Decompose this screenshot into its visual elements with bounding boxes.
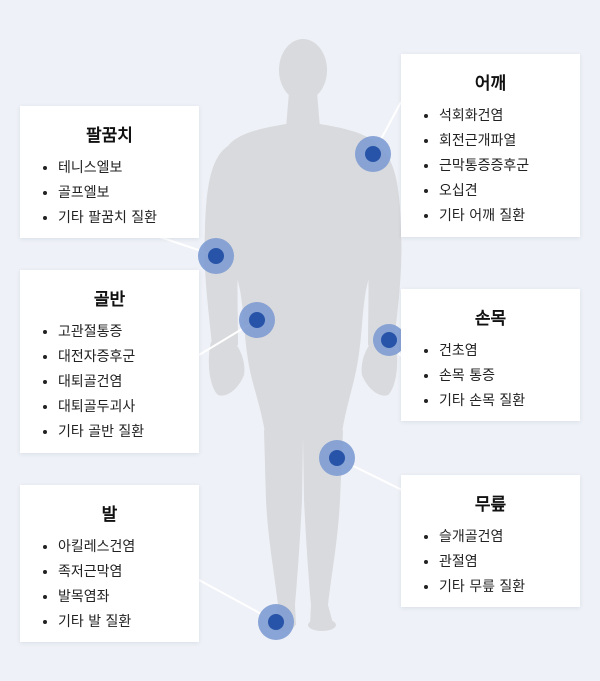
card-wrist[interactable]: 손목 건초염 손목 통증 기타 손목 질환 [401,289,580,421]
list-item[interactable]: 대퇴골건염 [58,370,199,395]
condition-list-knee: 슬개골건염 관절염 기타 무릎 질환 [401,525,580,600]
list-item[interactable]: 테니스엘보 [58,156,199,181]
card-title-elbow: 팔꿈치 [86,126,133,146]
list-item[interactable]: 건초염 [439,339,580,364]
marker-wrist[interactable] [373,324,405,356]
card-title-hip: 골반 [93,290,126,310]
body-silhouette [204,39,402,631]
condition-list-elbow: 테니스엘보 골프엘보 기타 팔꿈치 질환 [20,156,199,231]
list-item[interactable]: 대퇴골두괴사 [58,395,199,420]
card-title-knee: 무릎 [474,495,507,515]
list-item[interactable]: 기타 발 질환 [58,610,199,635]
list-item[interactable]: 발목염좌 [58,585,199,610]
list-item[interactable]: 회전근개파열 [439,129,580,154]
condition-list-foot: 아킬레스건염 족저근막염 발목염좌 기타 발 질환 [20,535,199,635]
card-elbow[interactable]: 팔꿈치 테니스엘보 골프엘보 기타 팔꿈치 질환 [20,106,199,238]
list-item[interactable]: 기타 골반 질환 [58,420,199,445]
marker-elbow[interactable] [198,238,234,274]
card-hip[interactable]: 골반 고관절통증 대전자증후군 대퇴골건염 대퇴골두괴사 기타 골반 질환 [20,270,199,453]
marker-shoulder[interactable] [355,136,391,172]
list-item[interactable]: 골프엘보 [58,181,199,206]
list-item[interactable]: 기타 무릎 질환 [439,575,580,600]
list-item[interactable]: 기타 손목 질환 [439,389,580,414]
condition-list-hip: 고관절통증 대전자증후군 대퇴골건염 대퇴골두괴사 기타 골반 질환 [20,320,199,445]
card-title-foot: 발 [101,505,118,525]
list-item[interactable]: 기타 팔꿈치 질환 [58,206,199,231]
card-shoulder[interactable]: 어깨 석회화건염 회전근개파열 근막통증증후군 오십견 기타 어깨 질환 [401,54,580,237]
list-item[interactable]: 기타 어깨 질환 [439,204,580,229]
list-item[interactable]: 슬개골건염 [439,525,580,550]
list-item[interactable]: 석회화건염 [439,104,580,129]
list-item[interactable]: 관절염 [439,550,580,575]
list-item[interactable]: 아킬레스건염 [58,535,199,560]
card-title-shoulder: 어깨 [474,74,507,94]
list-item[interactable]: 대전자증후군 [58,345,199,370]
marker-foot[interactable] [258,604,294,640]
list-item[interactable]: 근막통증증후군 [439,154,580,179]
list-item[interactable]: 족저근막염 [58,560,199,585]
card-foot[interactable]: 발 아킬레스건염 족저근막염 발목염좌 기타 발 질환 [20,485,199,642]
marker-hip[interactable] [239,302,275,338]
list-item[interactable]: 고관절통증 [58,320,199,345]
list-item[interactable]: 손목 통증 [439,364,580,389]
card-knee[interactable]: 무릎 슬개골건염 관절염 기타 무릎 질환 [401,475,580,607]
list-item[interactable]: 오십견 [439,179,580,204]
marker-knee[interactable] [319,440,355,476]
condition-list-wrist: 건초염 손목 통증 기타 손목 질환 [401,339,580,414]
condition-list-shoulder: 석회화건염 회전근개파열 근막통증증후군 오십견 기타 어깨 질환 [401,104,580,229]
card-title-wrist: 손목 [474,309,507,329]
